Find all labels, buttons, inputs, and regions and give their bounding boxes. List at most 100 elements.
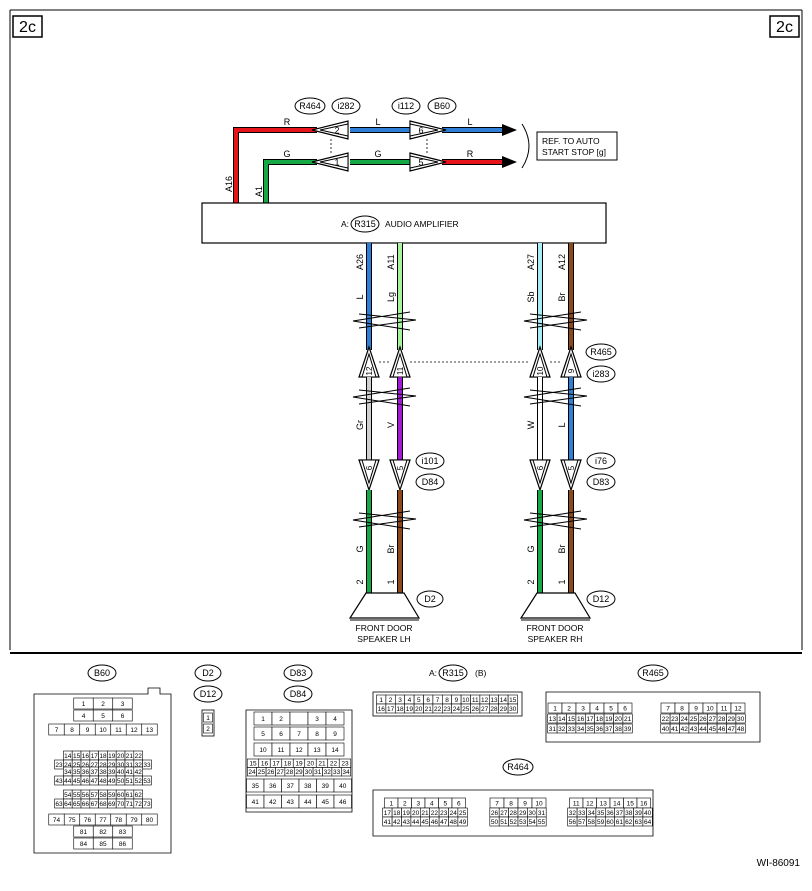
svg-text:20: 20 [615, 716, 623, 723]
connector-pin: 35 [584, 723, 595, 734]
svg-text:39: 39 [624, 726, 632, 733]
svg-text:25: 25 [73, 762, 81, 769]
svg-text:13: 13 [549, 716, 557, 723]
svg-text:44: 44 [304, 799, 312, 806]
svg-text:60: 60 [117, 792, 125, 799]
connector-pin [289, 711, 309, 726]
svg-text:10: 10 [259, 747, 267, 754]
connector-pin: 17 [385, 703, 396, 714]
connector-pin: 82 [92, 825, 114, 838]
connector-pin: 25 [460, 703, 471, 714]
svg-text:56: 56 [82, 792, 90, 799]
connector-pin: 63 [633, 816, 644, 827]
svg-text:33: 33 [143, 762, 151, 769]
connector-tag-i101: i101 [415, 452, 445, 470]
connector-pin: 11 [110, 723, 127, 736]
svg-text:52: 52 [135, 778, 143, 785]
svg-text:23: 23 [341, 761, 349, 768]
svg-text:9: 9 [523, 800, 527, 807]
svg-text:26: 26 [82, 762, 90, 769]
svg-text:21: 21 [421, 810, 429, 817]
connector-pin: 57 [89, 789, 99, 800]
svg-text:29: 29 [519, 810, 527, 817]
connector-pin: 34 [340, 767, 351, 777]
connector-pin: 44 [410, 816, 421, 827]
svg-text:SPEAKER LH: SPEAKER LH [357, 634, 410, 644]
connector-pin: 13 [141, 723, 158, 736]
svg-text:64: 64 [64, 801, 72, 808]
svg-text:25: 25 [462, 706, 470, 713]
svg-text:29: 29 [500, 706, 508, 713]
svg-text:A:: A: [429, 668, 437, 678]
connector-pin: 11 [716, 702, 732, 714]
connector-tag-r464: R464 [294, 97, 326, 115]
svg-text:37: 37 [91, 769, 99, 776]
svg-text:5: 5 [418, 158, 423, 168]
svg-text:D12: D12 [200, 689, 217, 699]
connector-pin: 28 [488, 703, 499, 714]
svg-text:7: 7 [436, 697, 440, 704]
svg-text:START STOP [g]: START STOP [g] [542, 147, 606, 157]
svg-text:44: 44 [412, 819, 420, 826]
page-tag-left: 2c [12, 15, 43, 38]
svg-text:11: 11 [278, 747, 285, 754]
connector-pin: 45 [71, 775, 82, 786]
svg-text:42: 42 [681, 726, 689, 733]
connector-pin: 24 [247, 767, 258, 777]
connector-pin: 12 [289, 742, 309, 757]
svg-text:54: 54 [528, 819, 536, 826]
connector-pin: 7 [289, 726, 309, 741]
svg-text:31: 31 [126, 762, 134, 769]
svg-text:28: 28 [99, 762, 107, 769]
svg-text:3: 3 [581, 705, 585, 712]
connector-pin: 21 [419, 807, 430, 818]
connector-pin: 3 [411, 797, 426, 809]
connector-pin: 44 [63, 775, 73, 786]
connector-pin: 14 [609, 797, 624, 809]
connector-pin: 36 [594, 723, 605, 734]
connector-pin: 29 [498, 703, 509, 714]
svg-text:2: 2 [101, 701, 105, 708]
svg-text:51: 51 [126, 778, 134, 785]
connector-pin: 10 [702, 702, 718, 714]
view-label-r315: A: R315 (B) [429, 664, 487, 682]
svg-text:21: 21 [624, 716, 632, 723]
connector-pin: 28 [284, 767, 295, 777]
connector-pin: 72 [133, 798, 143, 809]
svg-text:19: 19 [108, 753, 116, 760]
connector-pin: 42 [263, 794, 282, 809]
twisted-pair-mark [352, 510, 417, 530]
connector-pin: 27 [498, 807, 509, 818]
svg-text:45: 45 [73, 778, 81, 785]
svg-text:1: 1 [389, 800, 393, 807]
connector-pin: 56 [567, 816, 578, 827]
svg-text:58: 58 [588, 819, 596, 826]
connector-pin: 4 [325, 711, 345, 726]
connector-pin: 52 [508, 816, 519, 827]
connector-pin: 15 [507, 694, 518, 705]
connector-pin: 11 [569, 797, 584, 809]
connector-pin: 6 [271, 726, 291, 741]
svg-text:79: 79 [130, 817, 138, 824]
svg-text:22: 22 [135, 753, 143, 760]
connector-pin: 17 [89, 750, 99, 761]
connector-pin: 41 [382, 816, 393, 827]
amp-pin-label: A11 [386, 254, 396, 269]
connector-pin: 1 [376, 694, 387, 705]
connector-symbol: 5 [560, 459, 582, 492]
svg-text:11: 11 [721, 705, 728, 712]
svg-text:47: 47 [728, 726, 736, 733]
connector-pin: 7 [48, 723, 65, 736]
svg-text:21: 21 [126, 753, 134, 760]
svg-text:65: 65 [73, 801, 81, 808]
connector-pin: 5 [603, 702, 619, 714]
connector-pin: 64 [642, 816, 653, 827]
connector-pin: 69 [107, 798, 117, 809]
connector-pin: 39 [316, 778, 335, 793]
svg-text:24: 24 [64, 762, 72, 769]
svg-text:D12: D12 [593, 594, 610, 604]
svg-text:16: 16 [261, 761, 269, 768]
connector-pin: 75 [63, 813, 81, 826]
speaker-pin-label: 2 [526, 579, 536, 584]
connector-pin: 40 [660, 723, 671, 734]
